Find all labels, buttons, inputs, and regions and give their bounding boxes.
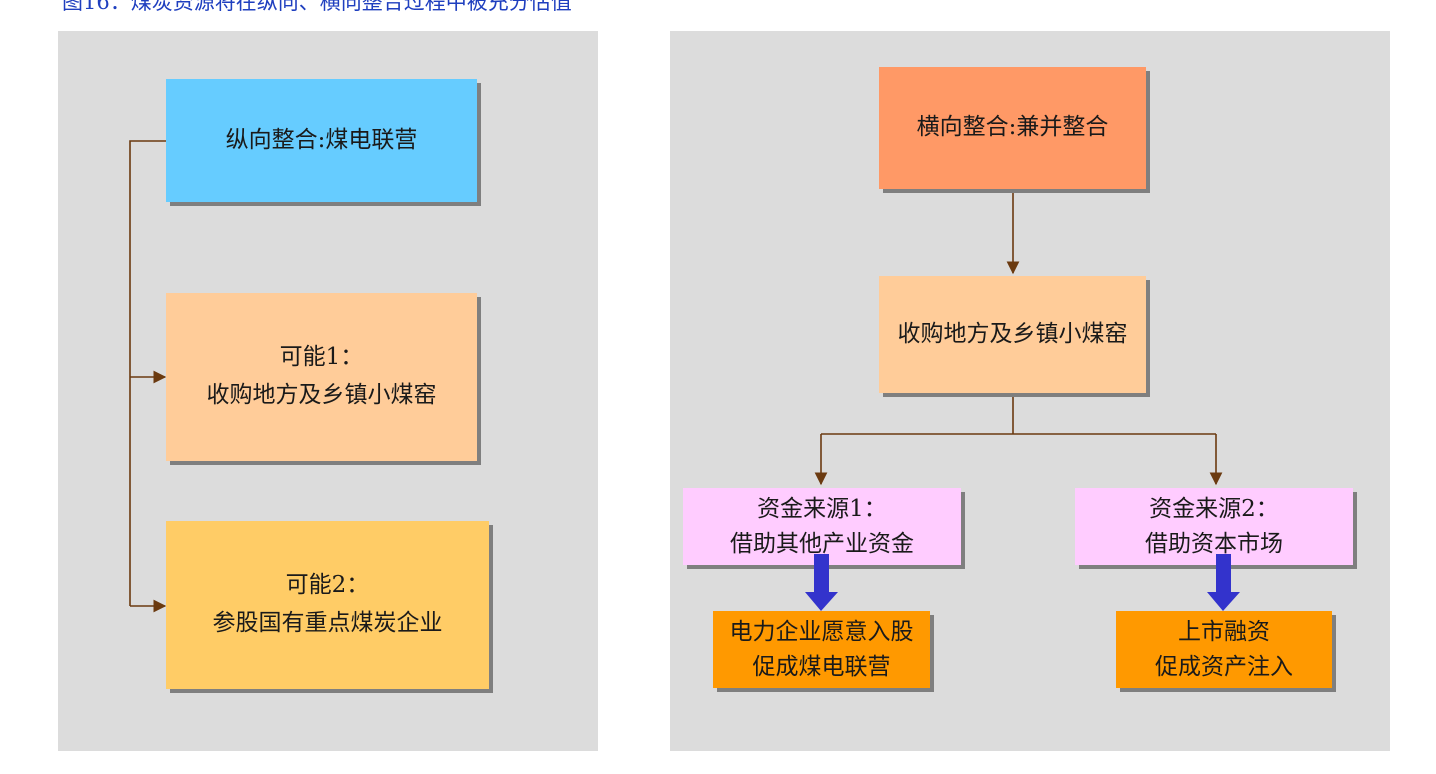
result-1-line-1: 电力企业愿意入股: [729, 619, 914, 645]
horizontal-integration-box: 横向整合:兼并整合: [879, 67, 1146, 189]
option-2-text: 参股国有重点煤炭企业: [212, 610, 443, 636]
option-2-title: 可能2：: [285, 572, 370, 599]
funding-1-text: 借助其他产业资金: [730, 530, 914, 557]
acquire-box: 收购地方及乡镇小煤窑: [879, 276, 1146, 393]
result-2-box: 上市融资 促成资产注入: [1116, 611, 1332, 688]
funding-2-title: 资金来源2：: [1149, 496, 1279, 522]
result-1-box: 电力企业愿意入股 促成煤电联营: [713, 611, 930, 688]
funding-1-box: 资金来源1： 借助其他产业资金: [683, 488, 961, 565]
funding-1-title: 资金来源1：: [757, 496, 887, 522]
vertical-integration-box: 纵向整合:煤电联营: [166, 79, 477, 202]
option-1-text: 收购地方及乡镇小煤窑: [206, 382, 437, 408]
result-2-line-2: 促成资产注入: [1155, 653, 1293, 680]
horizontal-integration-label: 横向整合:兼并整合: [916, 114, 1109, 141]
vertical-integration-label: 纵向整合:煤电联营: [225, 126, 418, 153]
figure-caption: 图16：煤炭资源将在纵向、横向整合过程中被充分估值: [62, 0, 572, 14]
option-1-box: 可能1： 收购地方及乡镇小煤窑: [166, 293, 477, 461]
funding-2-box: 资金来源2： 借助资本市场: [1075, 488, 1353, 565]
acquire-label: 收购地方及乡镇小煤窑: [897, 320, 1128, 347]
option-2-box: 可能2： 参股国有重点煤炭企业: [166, 521, 489, 689]
option-1-title: 可能1：: [279, 344, 364, 371]
funding-2-text: 借助资本市场: [1145, 530, 1283, 557]
result-1-line-2: 促成煤电联营: [752, 653, 891, 680]
result-2-line-1: 上市融资: [1178, 619, 1270, 645]
